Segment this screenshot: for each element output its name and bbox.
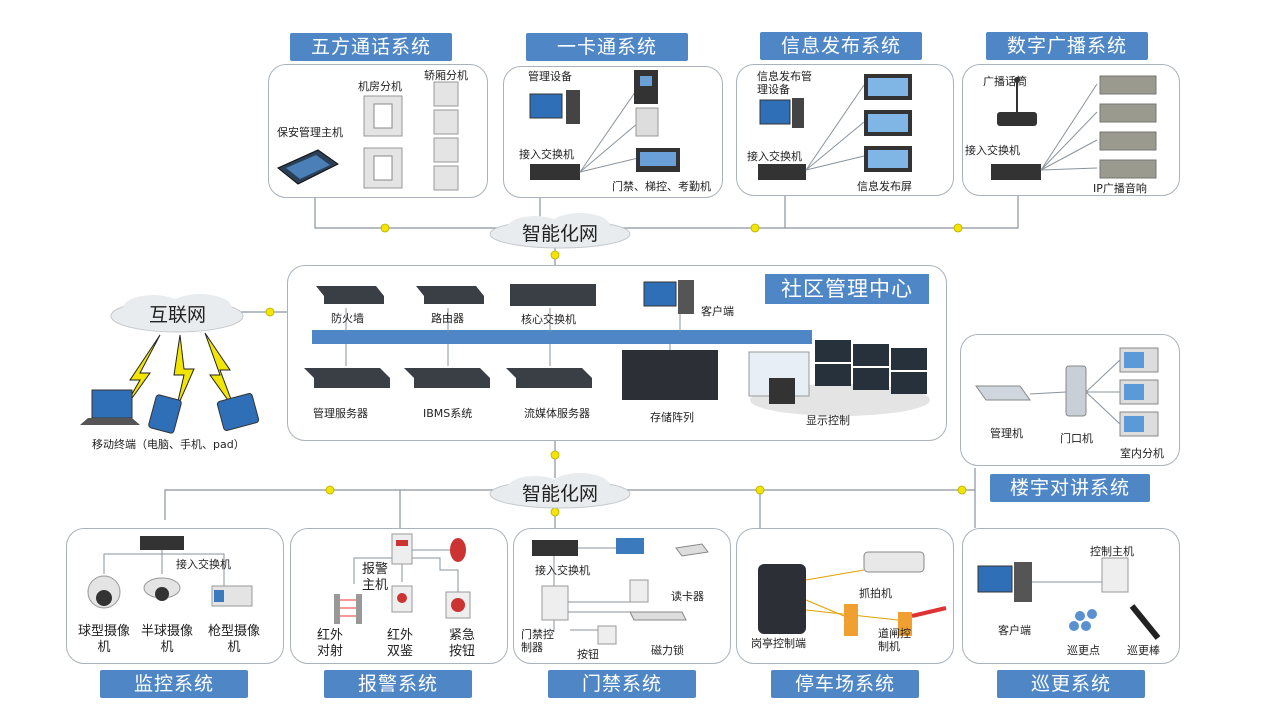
- info-switch-label: 接入交换机: [747, 150, 802, 163]
- booth-label: 岗亭控制端: [751, 637, 806, 650]
- card-system-title: 一卡通系统: [526, 33, 688, 61]
- card-switch-label: 接入交换机: [519, 148, 574, 161]
- backbone-bus: [312, 330, 812, 344]
- card-devices-icon: [529, 70, 680, 180]
- display-wall-icon: [748, 340, 930, 416]
- door-unit-label: 门口机: [1060, 432, 1093, 445]
- internet-label: 互联网: [148, 304, 206, 326]
- display-control-label: 显示控制: [806, 414, 850, 427]
- info-devices-icon: [758, 74, 912, 180]
- speaker-label: IP广播音响: [1093, 182, 1147, 195]
- firewall-label: 防火墙: [331, 312, 364, 325]
- core-switch-label: 核心交换机: [521, 313, 576, 326]
- car-unit-label: 轿厢分机: [424, 69, 468, 82]
- button-label: 按钮: [577, 648, 599, 661]
- patrol-client-label: 客户端: [998, 624, 1031, 637]
- management-center-title: 社区管理中心: [765, 274, 929, 304]
- ibms-label: IBMS系统: [423, 407, 473, 420]
- mobile-devices-icon: [80, 332, 260, 434]
- security-host-label: 保安管理主机: [277, 126, 343, 139]
- controller-label: 门禁控制器: [521, 628, 554, 654]
- card-terminal-label: 门禁、梯控、考勤机: [612, 180, 711, 193]
- alarm-devices-icon: [334, 533, 471, 624]
- intercom-mgmt-label: 管理机: [990, 427, 1023, 440]
- alarm-host-label: 报警主机: [361, 562, 388, 593]
- parking-title: 停车场系统: [771, 670, 919, 698]
- gun-camera-label: 枪型摄像机: [208, 624, 261, 655]
- ir-dual-label: 红外双鉴: [386, 628, 413, 659]
- top-network-label: 智能化网: [521, 223, 598, 245]
- indoor-unit-label: 室内分机: [1120, 447, 1164, 460]
- access-switch-label: 接入交换机: [535, 564, 590, 577]
- card-mgmt-label: 管理设备: [528, 70, 572, 83]
- patrol-title: 巡更系统: [997, 670, 1145, 698]
- machine-room-label: 机房分机: [358, 80, 402, 93]
- patrol-host-label: 控制主机: [1090, 545, 1134, 558]
- cloud-icon: [110, 294, 244, 333]
- intercom-units-icon: [277, 81, 459, 191]
- info-mgmt-label: 信息发布管理设备: [757, 70, 812, 96]
- monitor-title: 监控系统: [100, 670, 248, 698]
- storage-label: 存储阵列: [650, 411, 694, 424]
- parking-devices-icon: [758, 551, 947, 636]
- mgmt-server-label: 管理服务器: [313, 407, 368, 420]
- broadcast-devices-icon: [991, 75, 1157, 180]
- broadcast-title: 数字广播系统: [986, 32, 1148, 60]
- info-screen-label: 信息发布屏: [857, 180, 912, 193]
- half-dome-camera-label: 半球摄像机: [141, 624, 194, 655]
- router-label: 路由器: [431, 312, 464, 325]
- patrol-devices-icon: [977, 557, 1161, 640]
- cloud-icon: [489, 213, 631, 249]
- cloud-icon: [489, 473, 631, 509]
- alarm-title: 报警系统: [324, 670, 472, 698]
- access-devices-icon: [532, 538, 709, 645]
- patrol-stick-label: 巡更棒: [1127, 644, 1160, 657]
- client-label: 客户端: [701, 305, 734, 318]
- broadcast-switch-label: 接入交换机: [965, 144, 1020, 157]
- camera-devices-icon: [87, 536, 253, 609]
- info-system-title: 信息发布系统: [760, 32, 922, 60]
- intercom-title: 楼宇对讲系统: [990, 474, 1150, 502]
- five-way-call-title: 五方通话系统: [290, 33, 452, 61]
- dome-camera-label: 球型摄像机: [78, 624, 131, 655]
- lock-label: 磁力锁: [651, 644, 684, 657]
- capture-label: 抓拍机: [859, 587, 892, 600]
- gate-label: 道闸控制机: [878, 627, 911, 653]
- intercom-devices-icon: [975, 347, 1159, 437]
- bottom-network-label: 智能化网: [521, 483, 598, 505]
- reader-label: 读卡器: [671, 590, 704, 603]
- center-devices-icon: [304, 280, 718, 400]
- patrol-panel: [962, 528, 1180, 664]
- media-server-label: 流媒体服务器: [524, 407, 590, 420]
- access-title: 门禁系统: [548, 670, 696, 698]
- mobile-terminal-label: 移动终端（电脑、手机、pad）: [92, 438, 245, 451]
- patrol-point-label: 巡更点: [1067, 644, 1100, 657]
- ir-beam-label: 红外对射: [316, 628, 343, 659]
- emergency-button-label: 紧急按钮: [448, 628, 475, 659]
- monitor-switch-label: 接入交换机: [176, 558, 231, 571]
